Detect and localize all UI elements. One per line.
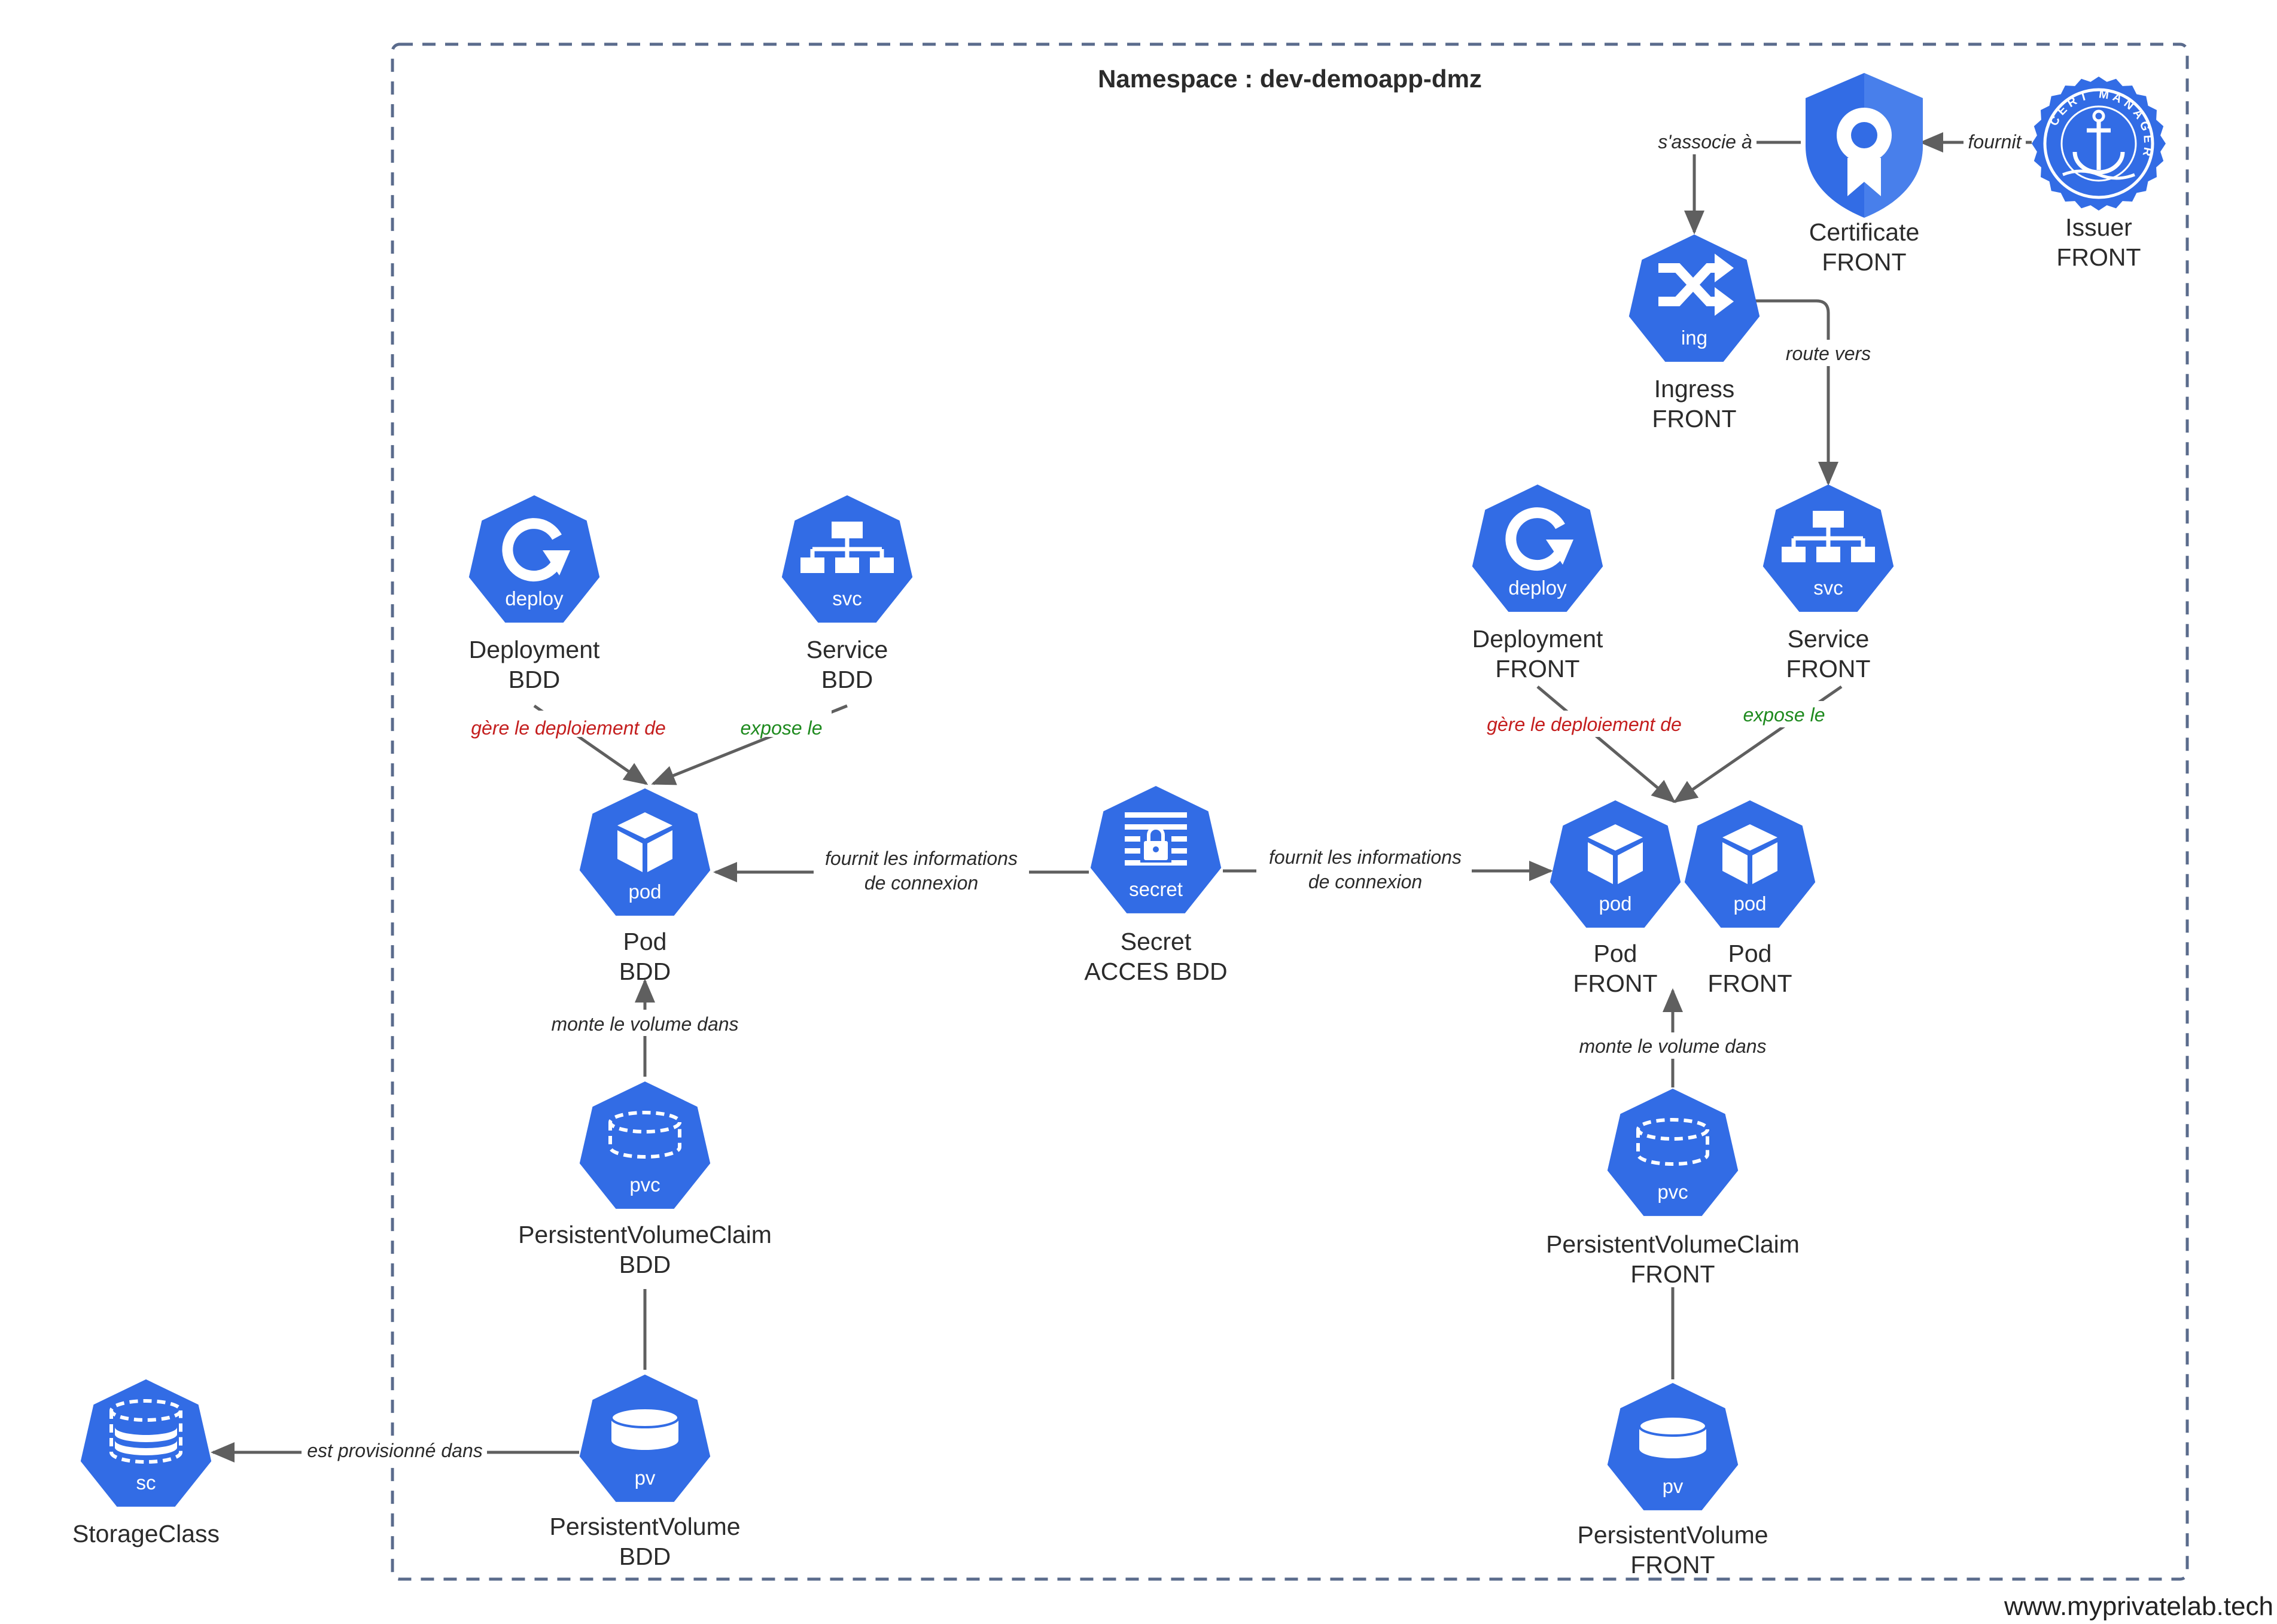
node-label: PersistentVolume xyxy=(1577,1521,1768,1549)
node-badge: pod xyxy=(1599,892,1631,915)
edge-label-secret-pod-front-2: de connexion xyxy=(1308,871,1422,892)
pv-icon xyxy=(1607,1383,1739,1510)
node-sublabel: FRONT xyxy=(1495,655,1579,682)
pvc-icon xyxy=(1607,1089,1739,1216)
pod-icon xyxy=(1550,800,1681,928)
node-sublabel: FRONT xyxy=(1822,248,1906,276)
pod-icon xyxy=(579,788,711,916)
node-sublabel: BDD xyxy=(619,1543,671,1570)
edge-label-ing-svc: route vers xyxy=(1786,343,1871,364)
node-sublabel: ACCES BDD xyxy=(1084,958,1227,985)
node-badge: pv xyxy=(635,1467,656,1489)
node-label: Deployment xyxy=(1472,625,1603,653)
edge-label-secret-pod-front-1: fournit les informations xyxy=(1269,846,1462,868)
node-label: StorageClass xyxy=(72,1520,220,1547)
node-label: Deployment xyxy=(469,636,600,663)
namespace-boundary xyxy=(391,42,2189,1581)
node-label: Pod xyxy=(1728,940,1772,967)
node-label: Issuer xyxy=(2065,214,2132,241)
service-icon xyxy=(781,495,913,623)
pvc-icon xyxy=(579,1081,711,1209)
edge-label-svc-bdd-pod: expose le xyxy=(741,717,823,739)
cert-manager-icon: CERT MANAGER xyxy=(2032,77,2166,211)
edge-cert-ing xyxy=(1684,141,1801,234)
node-sublabel: FRONT xyxy=(1786,655,1870,682)
edge-label-deploy-front-pod: gère le deploiement de xyxy=(1487,714,1682,735)
node-badge: ing xyxy=(1681,327,1707,349)
deploy-icon xyxy=(1472,485,1603,612)
node-sublabel: BDD xyxy=(821,666,873,693)
node-badge: pv xyxy=(1663,1475,1684,1497)
node-sublabel: BDD xyxy=(619,958,671,985)
edge-label-pv-bdd-sc: est provisionné dans xyxy=(307,1440,483,1461)
node-badge: deploy xyxy=(505,587,564,610)
node-label: Pod xyxy=(1594,940,1637,967)
node-badge: pvc xyxy=(1657,1181,1688,1203)
certificate-icon xyxy=(1806,73,1923,218)
node-label: PersistentVolumeClaim xyxy=(1546,1230,1800,1258)
service-icon xyxy=(1762,485,1894,612)
node-badge: svc xyxy=(1813,577,1843,599)
node-sublabel: FRONT xyxy=(1707,970,1792,997)
node-badge: pod xyxy=(1733,892,1766,915)
node-sublabel: FRONT xyxy=(1652,405,1736,432)
edge-label-pvc-front-pod: monte le volume dans xyxy=(1579,1035,1766,1057)
node-sublabel: FRONT xyxy=(1573,970,1657,997)
edge-deploy-front-pod xyxy=(1536,685,1676,803)
node-label: Secret xyxy=(1121,928,1192,955)
node-badge: sc xyxy=(136,1471,156,1494)
node-badge: pod xyxy=(628,880,661,903)
node-sublabel: FRONT xyxy=(1630,1260,1715,1288)
edge-label-secret-pod-bdd-2: de connexion xyxy=(864,872,978,894)
node-badge: secret xyxy=(1129,878,1183,900)
node-label: Certificate xyxy=(1809,218,1920,246)
edge-label-cert-ing: s'associe à xyxy=(1658,131,1752,153)
edge-ing-svc xyxy=(1754,299,1838,486)
node-label: PersistentVolume xyxy=(549,1513,740,1540)
deploy-icon xyxy=(468,495,600,623)
edge-label-svc-front-pod: expose le xyxy=(1743,704,1825,726)
node-label: Service xyxy=(806,636,888,663)
node-badge: pvc xyxy=(629,1174,660,1196)
node-label: Service xyxy=(1788,625,1870,653)
secret-icon xyxy=(1090,786,1222,913)
edge-label-secret-pod-bdd-1: fournit les informations xyxy=(825,848,1018,869)
node-sublabel: BDD xyxy=(509,666,561,693)
node-label: Ingress xyxy=(1654,375,1734,403)
namespace-title: Namespace : dev-demoapp-dmz xyxy=(1098,65,1482,93)
ingress-icon xyxy=(1628,234,1760,362)
node-label: Pod xyxy=(623,928,667,955)
storageclass-icon xyxy=(80,1379,212,1507)
pv-icon xyxy=(579,1375,711,1502)
node-badge: deploy xyxy=(1508,577,1567,599)
edge-label-issuer-cert: fournit xyxy=(1968,131,2022,153)
watermark: www.myprivatelab.tech xyxy=(2004,1592,2273,1621)
edge-label-deploy-bdd-pod: gère le deploiement de xyxy=(471,717,666,739)
node-sublabel: FRONT xyxy=(2056,243,2141,271)
node-label: PersistentVolumeClaim xyxy=(518,1221,772,1248)
node-sublabel: FRONT xyxy=(1630,1551,1715,1579)
edge-label-pvc-bdd-pod: monte le volume dans xyxy=(551,1013,738,1035)
node-sublabel: BDD xyxy=(619,1251,671,1278)
pod-icon xyxy=(1684,800,1816,928)
node-badge: svc xyxy=(832,587,862,610)
